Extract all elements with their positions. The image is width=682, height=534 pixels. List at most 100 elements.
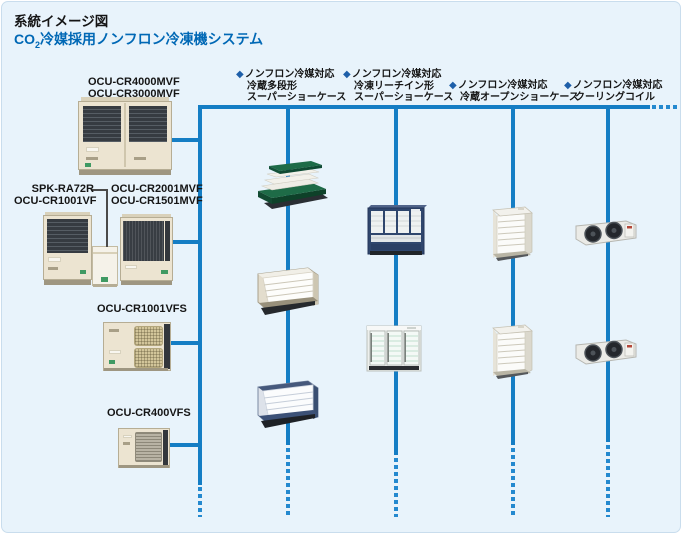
- nameplate: [123, 435, 132, 438]
- subtitle-sub2: 2: [35, 39, 41, 50]
- label-ocu-cr1001vfs: OCU-CR1001VFS: [97, 303, 187, 315]
- diamond-icon: ◆: [343, 69, 351, 80]
- branch-pipe-cr400vfs: [168, 443, 200, 447]
- riser-pipe-col2-dashed: [394, 458, 398, 517]
- label-line: OCU-CR1501MVF: [111, 195, 203, 207]
- diamond-icon: ◆: [449, 80, 457, 91]
- header-text: 冷凍リーチイン形: [354, 80, 434, 92]
- header-line: ◆ノンフロン冷媒対応: [564, 80, 662, 92]
- page-subtitle: CO2冷媒採用ノンフロン冷凍機システム: [14, 29, 263, 50]
- header-text: クーリングコイル: [575, 91, 655, 103]
- riser-pipe-col3: [511, 105, 515, 445]
- spk-pointer-line-v: [106, 189, 108, 247]
- branch-pipe-cr4000: [170, 138, 200, 142]
- outdoor-unit-cr400vfs-image: [118, 428, 170, 470]
- header-text: ノンフロン冷媒対応: [572, 80, 663, 91]
- fan-grille: [134, 348, 163, 368]
- outdoor-unit-cr4000-image: [78, 97, 172, 175]
- vent: [123, 442, 130, 445]
- unit-base: [104, 368, 168, 371]
- main-horizontal-pipe: [198, 105, 650, 109]
- eco-badge: [161, 270, 168, 274]
- nameplate: [86, 147, 99, 152]
- nameplate: [48, 257, 61, 262]
- louver-panel: [129, 106, 167, 142]
- fan-grille: [134, 326, 163, 346]
- column-header-cooling-coil: ◆ノンフロン冷媒対応 クーリングコイル: [564, 80, 662, 103]
- unit-top: [81, 97, 169, 103]
- cooling-coil-drawing: [575, 339, 637, 365]
- multideck-showcase-green-image: [250, 161, 330, 212]
- label-spk-ra72r: SPK-RA72R OCU-CR1001VF: [14, 183, 97, 207]
- header-text: ノンフロン冷媒対応: [351, 69, 442, 80]
- cooling-coil-image-2: [574, 336, 638, 368]
- unit-base: [121, 281, 172, 285]
- subtitle-co: CO: [14, 31, 35, 47]
- fan-grille: [135, 432, 162, 462]
- header-line: ◆ノンフロン冷媒対応: [236, 69, 346, 81]
- main-riser-pipe: [198, 105, 202, 485]
- nameplate: [125, 265, 137, 269]
- open-showcase-image-1: [489, 204, 537, 262]
- header-text: スーパーショーケース: [354, 92, 454, 103]
- riser-pipe-col3-dashed: [511, 448, 515, 517]
- unit-base: [119, 465, 169, 468]
- semi-multideck-showcase-blue-image: [252, 378, 324, 432]
- unit-base: [44, 280, 91, 285]
- header-text: 冷蔵多段形: [247, 80, 297, 92]
- showcase-drawing: [257, 380, 319, 428]
- diamond-icon: ◆: [564, 80, 572, 91]
- outdoor-unit-cr2001-image: [120, 214, 173, 285]
- diamond-icon: ◆: [236, 69, 244, 80]
- header-text: スーパーショーケース: [247, 92, 347, 103]
- showcase-drawing: [367, 205, 427, 255]
- side-panel: [165, 221, 170, 261]
- showcase-drawing: [492, 206, 533, 261]
- open-showcase-image-2: [489, 322, 537, 380]
- mesh-grille: [123, 221, 164, 261]
- unit-top: [122, 214, 171, 219]
- label-ocu-cr4000: OCU-CR4000MVF OCU-CR3000MVF: [88, 76, 180, 100]
- unit-base: [93, 284, 117, 287]
- unit-base: [79, 170, 171, 175]
- riser-pipe-col1-dashed: [286, 448, 290, 517]
- label-ocu-cr400vfs: OCU-CR400VFS: [107, 407, 191, 419]
- page-title: 系統イメージ図: [14, 14, 109, 29]
- unit-top: [45, 212, 90, 217]
- riser-pipe-col4: [606, 105, 610, 442]
- side-panel: [164, 324, 170, 369]
- main-riser-pipe-dashed: [198, 487, 202, 517]
- booster-unit-spk-image: [92, 246, 118, 288]
- outdoor-unit-cr1001vfs-image: [103, 322, 171, 374]
- vent: [134, 157, 146, 160]
- cooling-coil-drawing: [575, 220, 637, 246]
- column-header-open-showcase: ◆ノンフロン冷媒対応 冷蔵オープンショーケース: [449, 80, 579, 103]
- label-ocu-cr2001: OCU-CR2001MVF OCU-CR1501MVF: [111, 183, 203, 207]
- semi-multideck-showcase-beige-image: [252, 265, 324, 319]
- showcase-drawing: [492, 324, 533, 379]
- main-horizontal-pipe-dashed: [652, 105, 680, 109]
- header-text: ノンフロン冷媒対応: [244, 69, 335, 80]
- nameplate: [109, 350, 121, 354]
- header-text: 冷蔵オープンショーケース: [460, 91, 579, 103]
- branch-pipe-cr1001vfs: [170, 341, 200, 345]
- eco-badge: [109, 360, 115, 364]
- outdoor-unit-cr1001vf-image: [43, 212, 92, 285]
- vent: [86, 157, 98, 160]
- riser-pipe-col4-dashed: [606, 445, 610, 517]
- subtitle-rest: 冷媒採用ノンフロン冷凍機システム: [40, 31, 264, 47]
- louver-panel: [83, 106, 121, 142]
- header-text: ノンフロン冷媒対応: [457, 80, 548, 91]
- header-line: ◆ノンフロン冷媒対応: [343, 69, 453, 81]
- eco-badge: [80, 270, 86, 274]
- louver-panel: [47, 219, 88, 253]
- label-line: OCU-CR4000MVF: [88, 76, 180, 88]
- vent: [109, 329, 119, 332]
- module-divider: [124, 103, 126, 167]
- glass-door-freezer-image: [365, 322, 423, 378]
- side-panel: [163, 430, 168, 465]
- vent: [48, 267, 58, 270]
- eco-badge: [101, 277, 108, 282]
- label-line: SPK-RA72R: [31, 183, 94, 195]
